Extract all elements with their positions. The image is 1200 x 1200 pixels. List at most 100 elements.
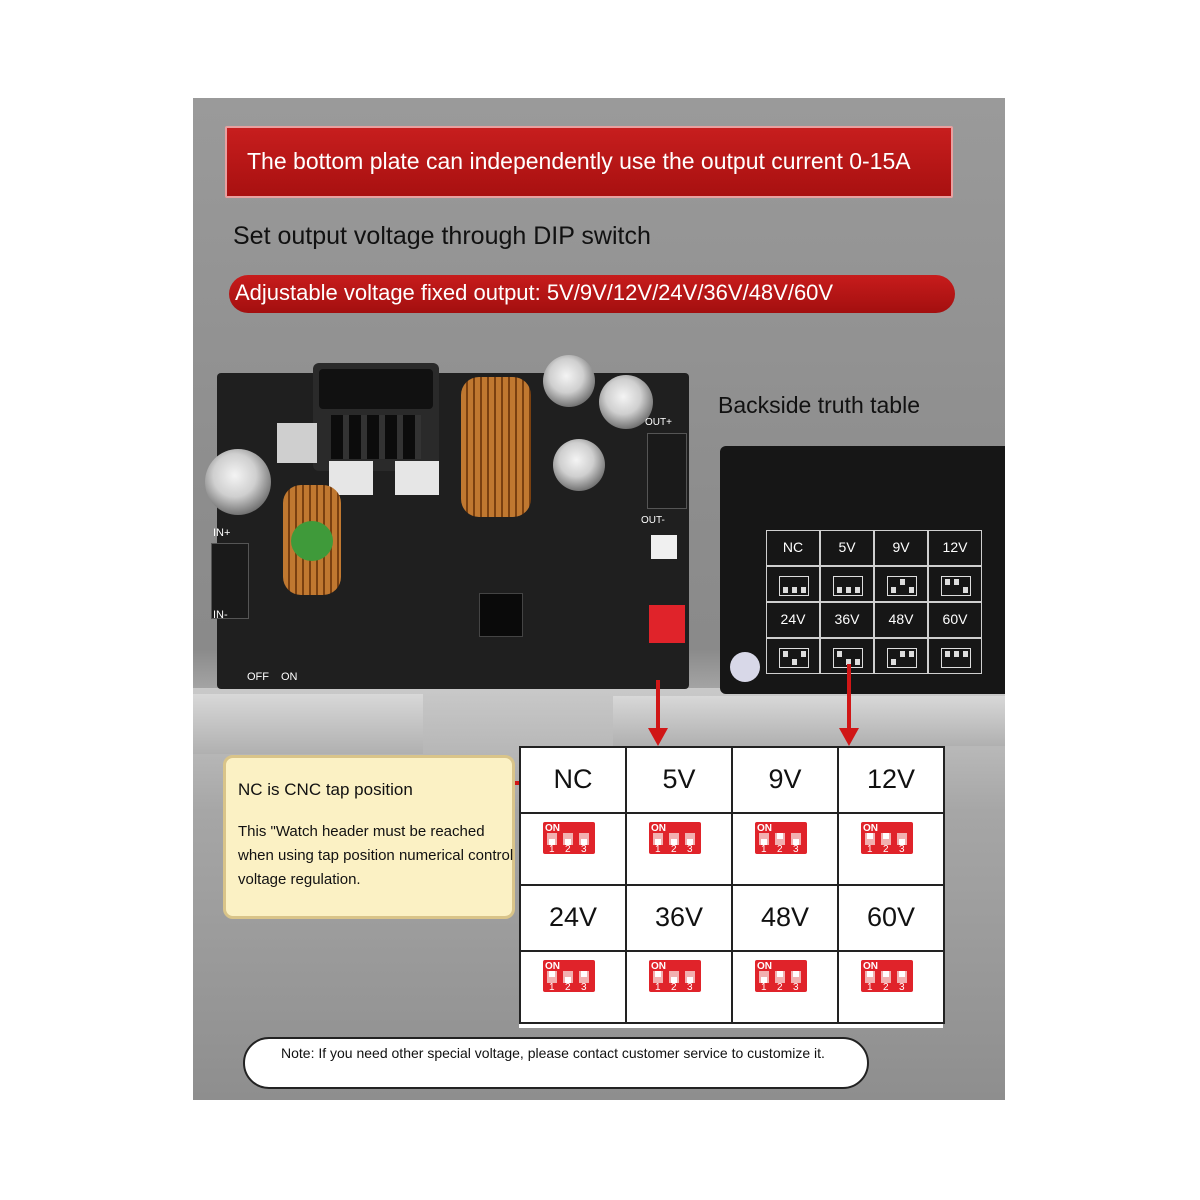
dip-switch-knob (761, 977, 767, 983)
backside-switch-cell (766, 638, 820, 674)
dip-switch-number: 3 (581, 982, 587, 993)
dip-switch-slot (897, 833, 907, 845)
capacitor-top-2 (599, 375, 653, 429)
dip-on-label: ON (757, 823, 772, 834)
dip-switch-number: 2 (883, 982, 889, 993)
backside-dip-outline (779, 648, 809, 668)
dip-switch-number: 3 (793, 844, 799, 855)
dip-switch-front (649, 605, 685, 643)
dip-switch-number: 1 (761, 982, 767, 993)
backside-dip-knob (954, 579, 959, 585)
dip-switch-slot (881, 833, 891, 845)
backside-label-cell: 36V (820, 602, 874, 638)
dip-switch-knob (777, 971, 783, 977)
backside-label-cell: 24V (766, 602, 820, 638)
backside-dip-outline (779, 576, 809, 596)
dip-switch-number: 2 (777, 844, 783, 855)
dip-switch-number: 2 (777, 982, 783, 993)
dip-switch-number: 1 (867, 844, 873, 855)
nc-note-body: This "Watch header must be reached when … (238, 823, 514, 888)
dip-switch-number: 2 (671, 982, 677, 993)
arrow-front-dip (656, 680, 660, 732)
backside-dip-knob (837, 587, 842, 593)
dip-switch-knob (883, 833, 889, 839)
dip-switch-slot (547, 833, 557, 845)
dip-switch-slot (791, 971, 801, 983)
dip-switch-knob (867, 833, 873, 839)
dip-switch-knob (793, 839, 799, 845)
nc-note-title: NC is CNC tap position (238, 780, 413, 799)
heatsink-plate (277, 423, 317, 463)
dip-switch-slot (653, 833, 663, 845)
terminal-output (647, 433, 687, 509)
backside-dip-knob (891, 587, 896, 593)
truth-table-voltage-label: 36V (654, 902, 704, 932)
pcb-label-in-plus: IN+ (213, 527, 231, 539)
backside-dip-outline (887, 648, 917, 668)
current-banner-text: The bottom plate can independently use t… (247, 148, 911, 174)
backside-dip-outline (833, 576, 863, 596)
dip-switch-slot (897, 971, 907, 983)
dip-switch-knob (671, 839, 677, 845)
dip-switch-number: 3 (581, 844, 587, 855)
backside-switch-cell (928, 638, 982, 674)
backside-dip-outline (887, 576, 917, 596)
dip-switch-slot (865, 833, 875, 845)
pcb-label-on: ON (281, 671, 298, 683)
dip-switch-slot (547, 971, 557, 983)
dip-switch-knob (867, 971, 873, 977)
backside-dip-knob (963, 651, 968, 657)
backside-dip-knob (837, 651, 842, 657)
capacitor-mid (553, 439, 605, 491)
dip-switch-knob (883, 971, 889, 977)
dip-subtitle: Set output voltage through DIP switch (233, 222, 651, 250)
dip-switch-slot (669, 833, 679, 845)
backside-dip-knob (792, 587, 797, 593)
dip-switch-number: 1 (549, 844, 555, 855)
truth-table-voltage-label: 12V (866, 764, 916, 794)
backside-label-cell: 60V (928, 602, 982, 638)
inductor-core (291, 521, 333, 561)
backside-dip-knob (846, 587, 851, 593)
mosfet-2 (395, 461, 439, 495)
backside-dip-knob (954, 651, 959, 657)
pcb-label-out-minus: OUT- (641, 515, 665, 526)
backside-dip-knob (963, 587, 968, 593)
dip-switch-knob (549, 839, 555, 845)
dip-switch-knob (793, 971, 799, 977)
dip-switch-slot (653, 971, 663, 983)
dip-switch-slot (791, 833, 801, 845)
dip-switch-slot (563, 971, 573, 983)
dip-switch-number: 3 (793, 982, 799, 993)
dip-switch-slot (881, 971, 891, 983)
backside-label-cell: 12V (928, 530, 982, 566)
truth-table-label-cell: 24V (519, 884, 627, 952)
pcb-label-off: OFF (247, 671, 269, 683)
dip-on-label: ON (545, 961, 560, 972)
backside-label-cell: 5V (820, 530, 874, 566)
dip-switch-knob (581, 971, 587, 977)
dip-switch-knob (565, 839, 571, 845)
pcb-label-in-minus: IN- (213, 609, 228, 621)
footer-note-text: Note: If you need other special voltage,… (281, 1045, 825, 1061)
arrow-back-table (847, 664, 851, 732)
dip-switch-knob (777, 833, 783, 839)
background-shelf-right (613, 696, 1005, 746)
dip-switch-slot (865, 971, 875, 983)
dip-switch-knob (899, 971, 905, 977)
truth-table-label-cell: 9V (731, 746, 839, 814)
dip-switch-slot (579, 833, 589, 845)
toroid-inductor (461, 377, 531, 517)
